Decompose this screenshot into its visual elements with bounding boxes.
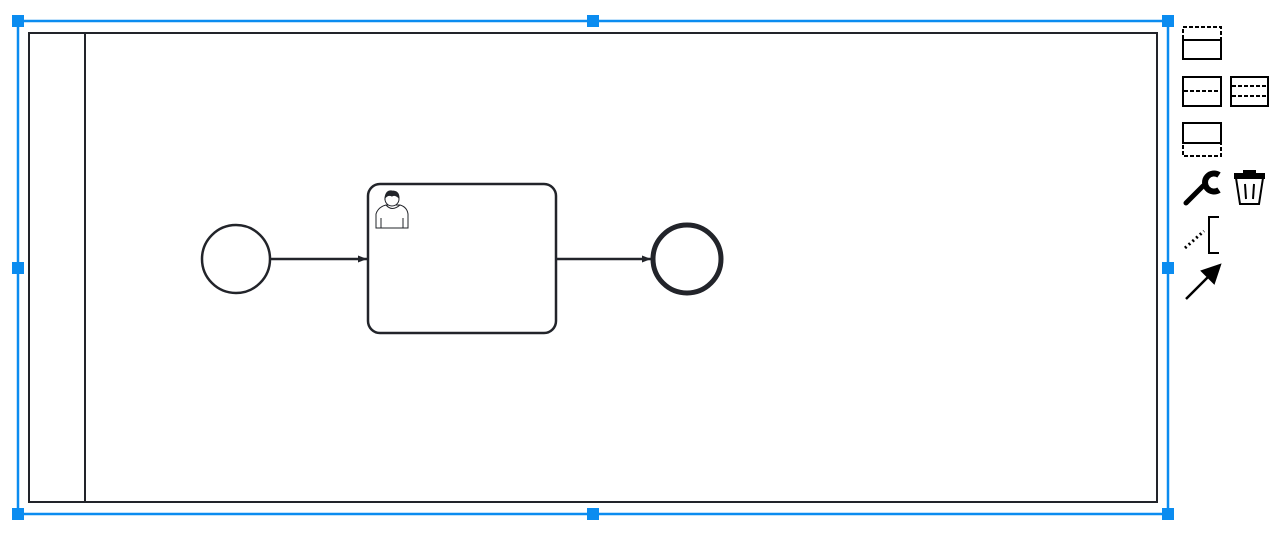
resize-handle-se[interactable] bbox=[1162, 508, 1174, 520]
user-task[interactable] bbox=[366, 182, 558, 335]
start-event[interactable] bbox=[200, 223, 272, 295]
resize-handle-e[interactable] bbox=[1162, 262, 1174, 274]
context-pad bbox=[1182, 26, 1269, 300]
resize-handle-n[interactable] bbox=[587, 15, 599, 27]
resize-handle-sw[interactable] bbox=[12, 508, 24, 520]
text-annotation-icon[interactable] bbox=[1183, 216, 1219, 254]
trash-icon[interactable] bbox=[1234, 170, 1265, 205]
lane-divide-three-icon[interactable] bbox=[1230, 76, 1269, 107]
resize-handle-ne[interactable] bbox=[1162, 15, 1174, 27]
resize-handle-nw[interactable] bbox=[12, 15, 24, 27]
resize-handle-w[interactable] bbox=[12, 262, 24, 274]
resize-handle-s[interactable] bbox=[587, 508, 599, 520]
participant-pool[interactable] bbox=[28, 32, 1158, 503]
lane-divide-two-icon[interactable] bbox=[1182, 76, 1222, 107]
lane-insert-below-icon[interactable] bbox=[1182, 122, 1222, 157]
connect-arrow-icon[interactable] bbox=[1185, 263, 1222, 300]
wrench-icon[interactable] bbox=[1183, 170, 1221, 206]
user-icon bbox=[375, 190, 409, 229]
lane-insert-above-icon[interactable] bbox=[1182, 26, 1222, 60]
end-event[interactable] bbox=[650, 222, 724, 296]
resize-handles bbox=[12, 15, 1174, 520]
